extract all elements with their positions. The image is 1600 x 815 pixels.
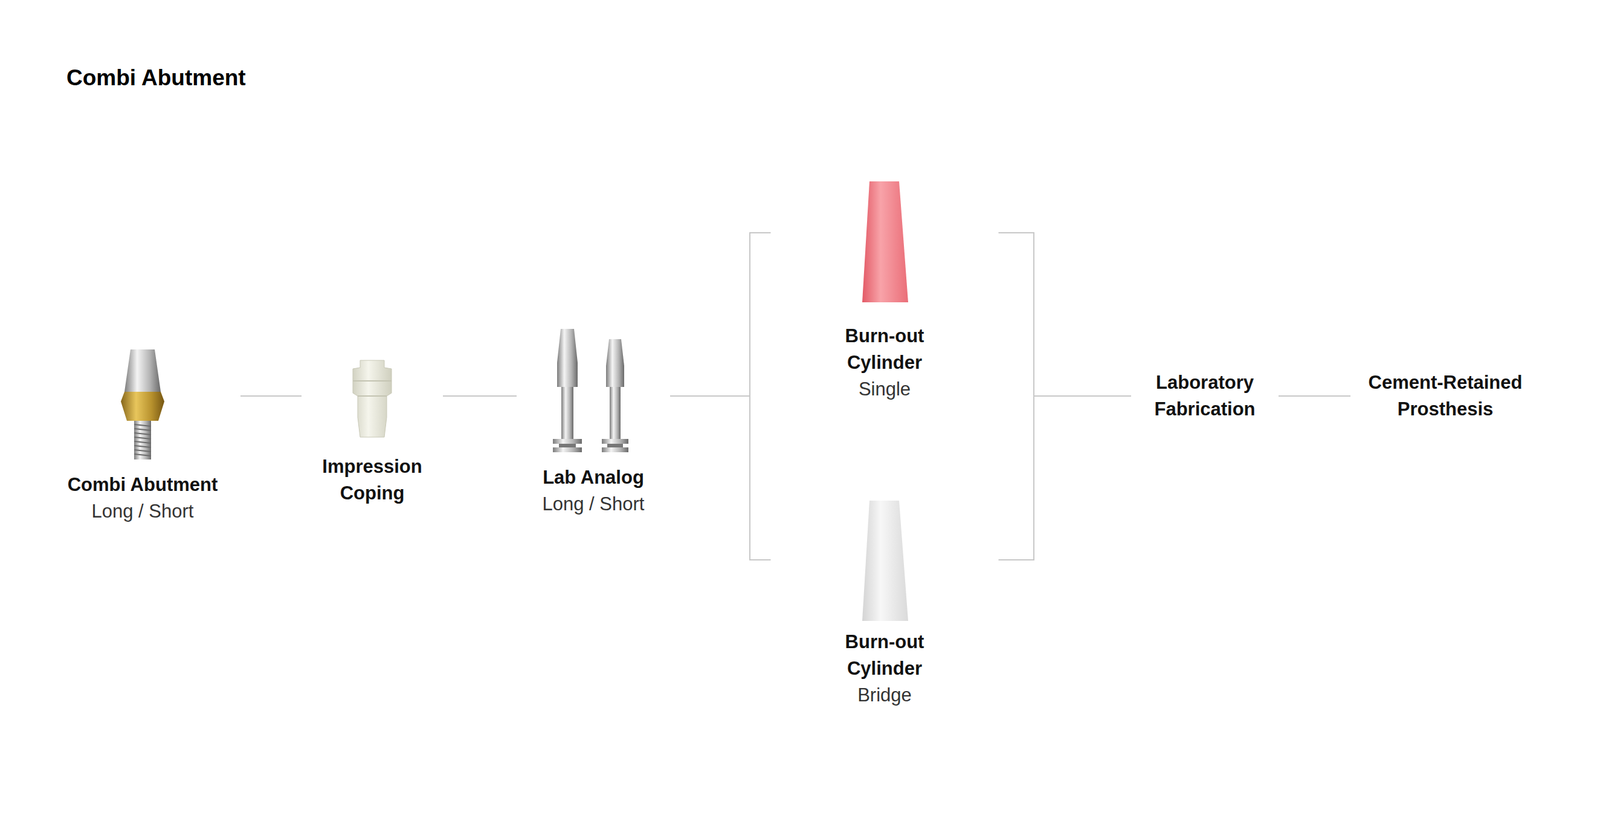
part-variant: Long / Short: [51, 497, 234, 525]
component-node: Combi AbutmentLong / Short: [51, 347, 234, 525]
part-variant: Single: [824, 375, 946, 403]
part-variant: Bridge: [824, 681, 946, 709]
connector-line: [998, 395, 1132, 560]
connector-line: [442, 395, 517, 397]
part-variant: Long / Short: [523, 490, 663, 518]
part-name: Impression Coping: [308, 453, 436, 507]
part-name: Lab Analog: [523, 464, 663, 491]
part-name: Laboratory Fabrication: [1138, 369, 1272, 423]
component-node: Burn-out CylinderSingle: [770, 181, 999, 403]
combi-abutment-figure: [120, 349, 165, 460]
part-name: Burn-out Cylinder: [824, 628, 946, 682]
lab-analog-short-figure: [601, 338, 629, 452]
component-node: Burn-out CylinderBridge: [770, 500, 999, 709]
connector-line: [670, 232, 771, 396]
impression-coping-figure: [352, 360, 392, 437]
component-node: Lab AnalogLong / Short: [523, 328, 663, 518]
diagram-title: Combi Abutment: [66, 65, 246, 91]
burnout-cylinder-bridge-figure: [862, 500, 909, 621]
component-node: Laboratory Fabrication: [1138, 369, 1272, 423]
part-name: Cement-Retained Prosthesis: [1357, 369, 1533, 423]
part-name: Combi Abutment: [51, 471, 234, 498]
lab-analog-long-figure: [552, 328, 582, 452]
burnout-cylinder-single-figure: [862, 181, 909, 303]
connector-line: [670, 395, 771, 560]
connector-line: [240, 395, 302, 397]
component-node: Cement-Retained Prosthesis: [1357, 369, 1533, 423]
connector-line: [998, 232, 1132, 396]
part-name: Burn-out Cylinder: [824, 322, 946, 376]
component-node: Impression Coping: [308, 360, 436, 507]
connector-line: [1278, 395, 1351, 397]
